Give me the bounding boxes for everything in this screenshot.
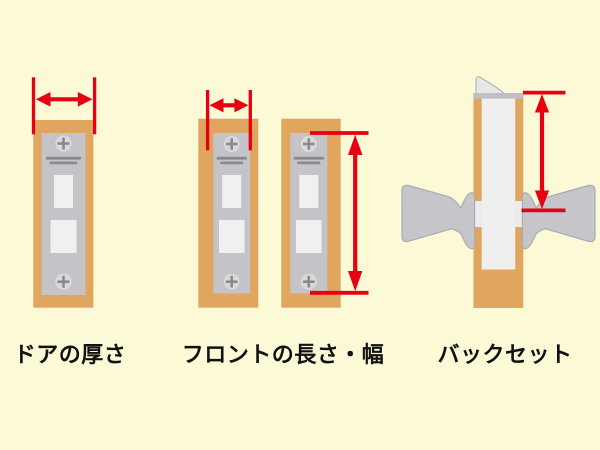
front-plate (213, 133, 251, 294)
phillips-screw-icon (300, 136, 317, 152)
plate-slot (220, 161, 244, 165)
front-plate-edge (473, 93, 524, 99)
front-plate (290, 133, 328, 294)
door-knob-left (401, 184, 476, 250)
deadbolt-opening (50, 220, 77, 253)
phillips-screw-icon (223, 273, 240, 290)
deadbolt-opening (296, 220, 322, 253)
latch-bolt (475, 76, 505, 94)
latch-opening (222, 175, 242, 208)
lock-case (481, 98, 516, 270)
plate-slot (297, 161, 321, 165)
plate-slot (46, 156, 81, 160)
backset-label: バックセット (437, 342, 573, 367)
front-plate-label: フロントの長さ・幅 (181, 342, 385, 367)
backset-figure (401, 76, 596, 308)
front-plate-figure (198, 90, 369, 308)
phillips-screw-icon (223, 136, 240, 152)
door-thickness-figure (31, 77, 97, 308)
latch-opening (54, 175, 73, 208)
length-measure-arrow-icon (310, 131, 369, 295)
front-plate (41, 133, 86, 295)
phillips-screw-icon (55, 135, 72, 152)
spindle-hub (473, 201, 483, 227)
deadbolt-opening (219, 220, 245, 253)
width-measure-arrow-icon (205, 90, 252, 151)
plate-slot (216, 156, 247, 160)
spindle-hub (514, 201, 524, 227)
plate-slot (49, 161, 78, 165)
door-thickness-label: ドアの厚さ (13, 342, 127, 367)
phillips-screw-icon (300, 273, 317, 290)
plate-slot (293, 156, 324, 160)
phillips-screw-icon (55, 273, 72, 290)
thickness-measure-arrow-icon (31, 77, 97, 135)
latch-opening (299, 175, 319, 208)
backset-measure-arrow-icon (521, 90, 566, 213)
door-knob-right (521, 184, 596, 250)
